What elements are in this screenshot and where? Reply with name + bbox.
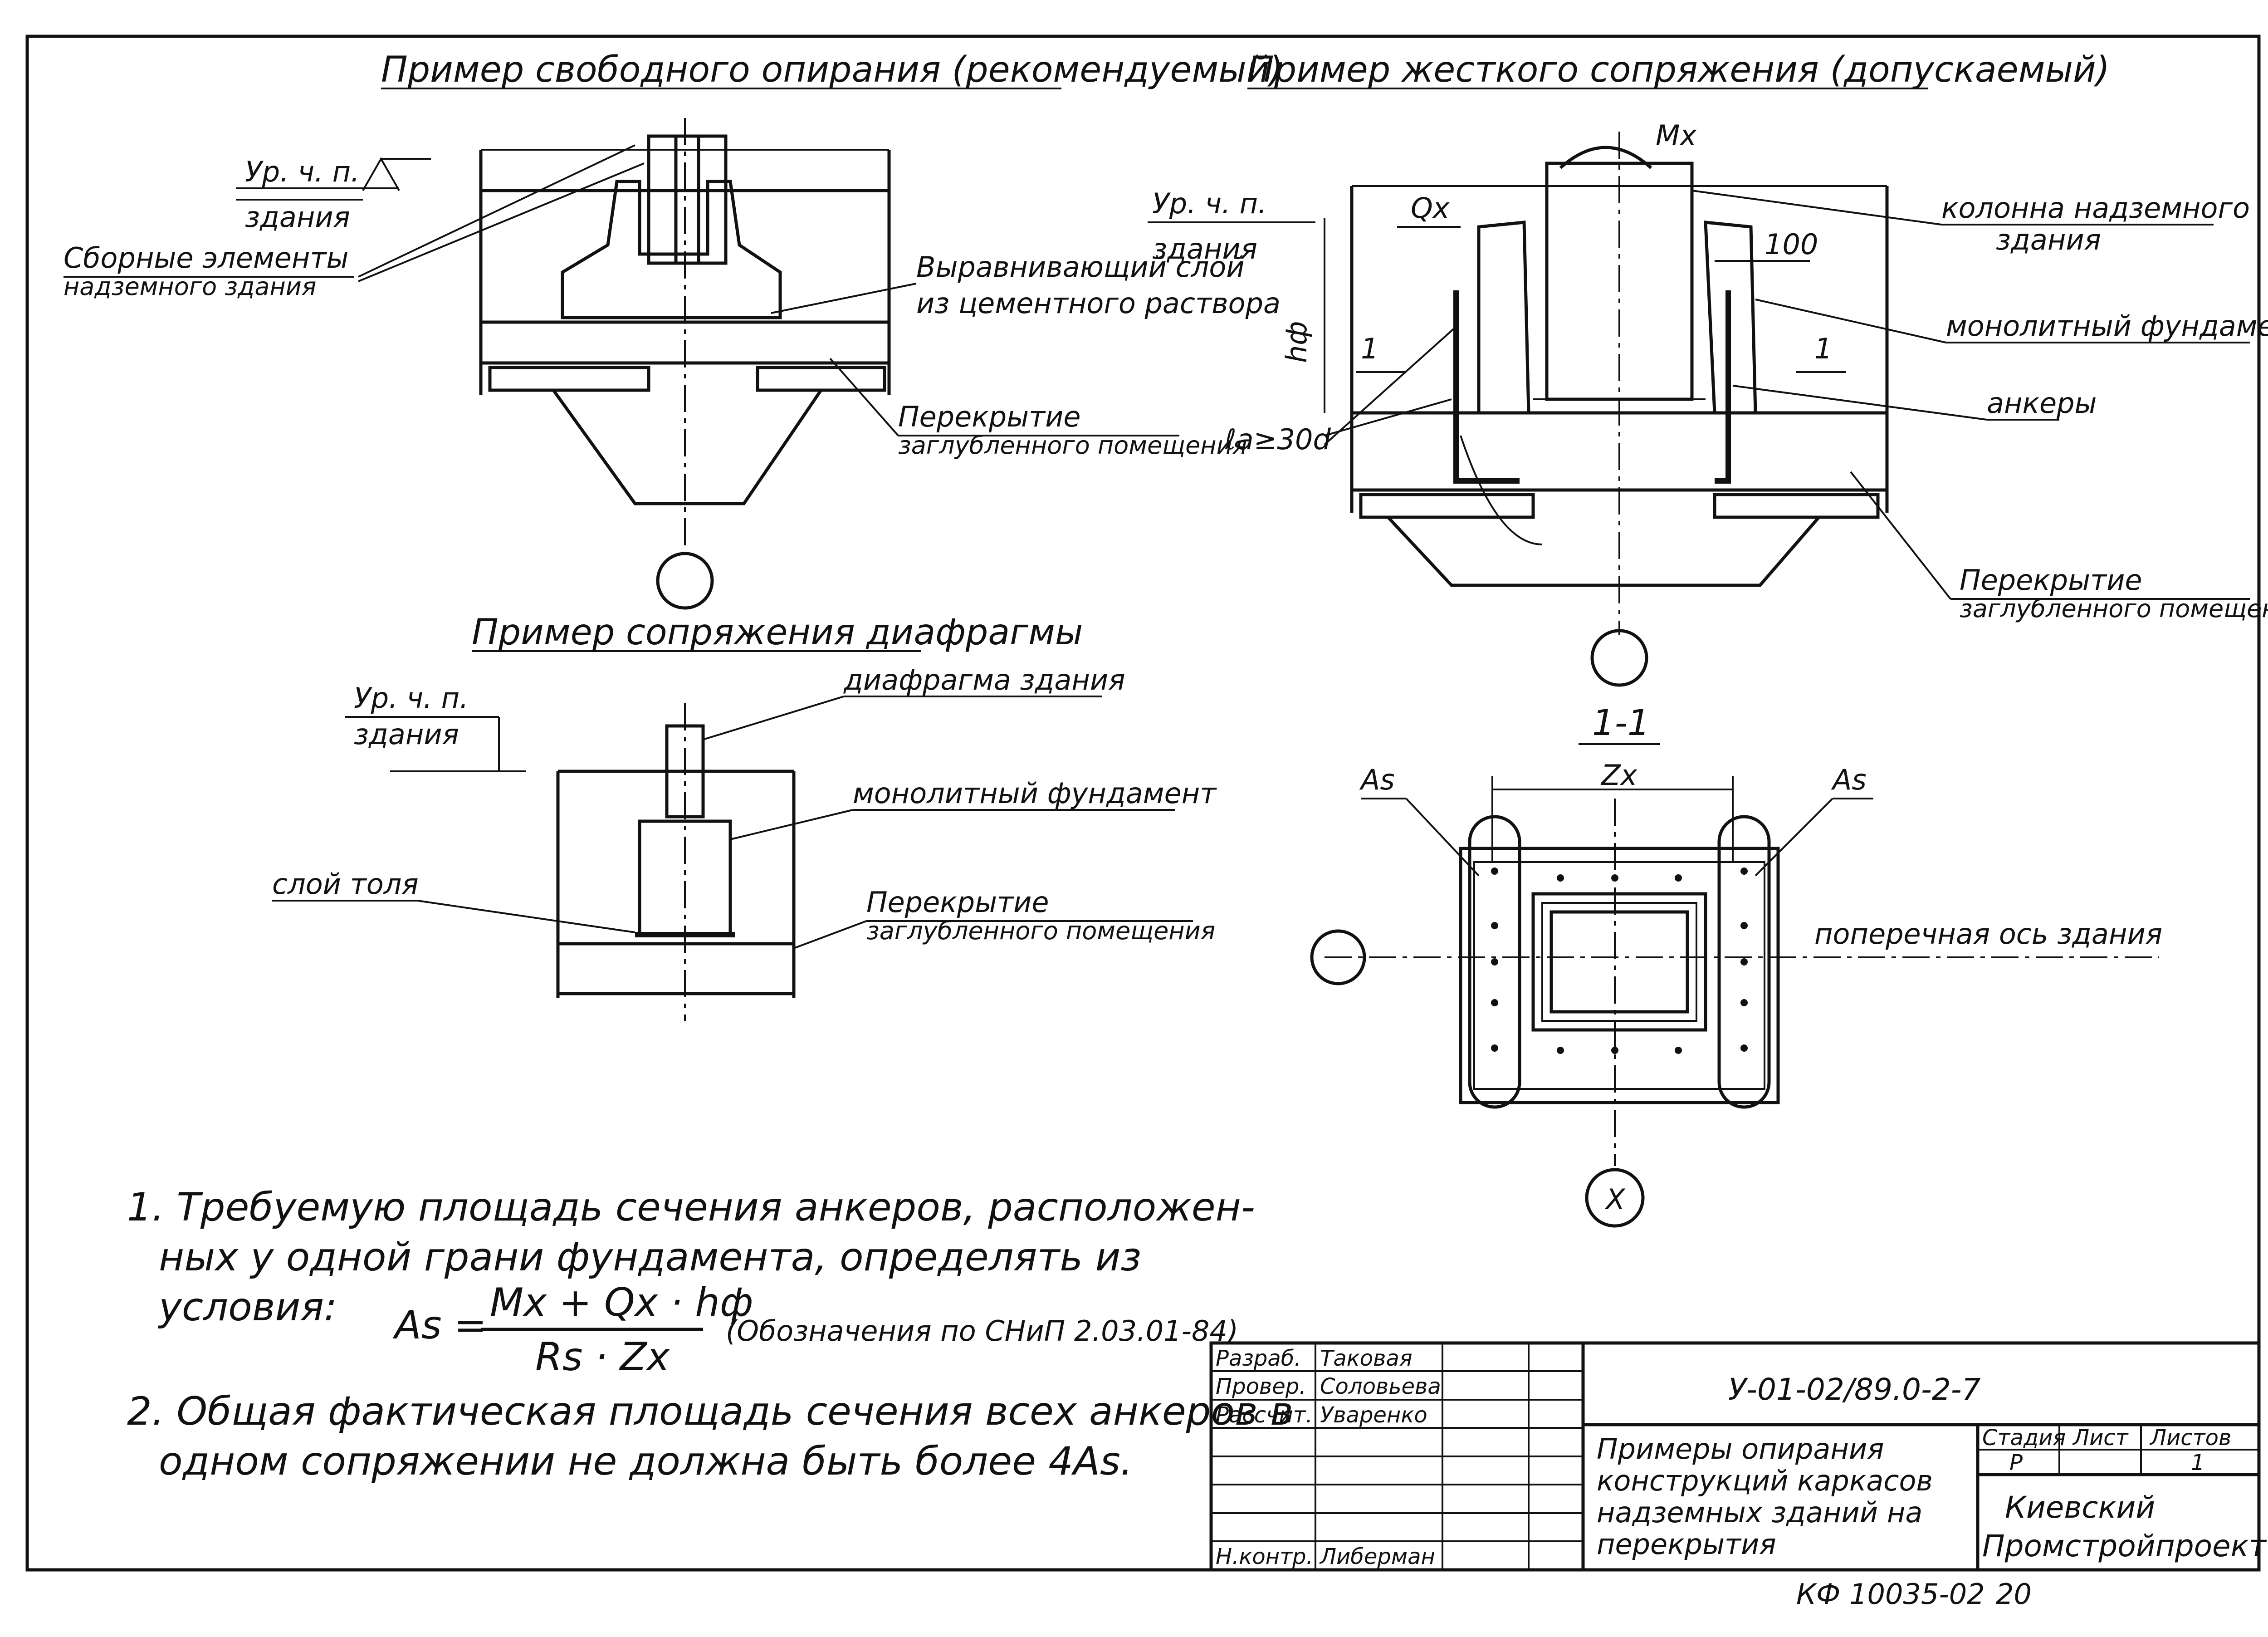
monolith-label: монолитный фундамент bbox=[1946, 309, 2268, 343]
formula-lhs: As = bbox=[392, 1303, 487, 1348]
section-1-1: 1-1 Zx As As bbox=[1310, 703, 2162, 1228]
tb-h-stage: Стадия bbox=[1982, 1425, 2066, 1451]
as-left-label: As bbox=[1359, 763, 1395, 796]
floor-level-label-b: здания bbox=[245, 201, 350, 234]
section-title: 1-1 bbox=[1592, 703, 1650, 744]
view-rigid-joint: Пример жесткого сопряжения (допускаемый)… bbox=[1148, 49, 2268, 687]
view-diaphragm: Пример сопряжения диафрагмы Ур. ч. п. зд… bbox=[272, 612, 1217, 1021]
view1-title: Пример свободного опирания (рекомендуемы… bbox=[381, 49, 1283, 90]
tb-code: У-01-02/89.0-2-7 bbox=[1728, 1372, 1981, 1407]
leveling-label: Выравнивающий слой bbox=[916, 250, 1245, 284]
tb-title-l3: надземных зданий на bbox=[1597, 1496, 1922, 1529]
la-label: ℓa≥30d bbox=[1224, 423, 1331, 456]
cut-right: 1 bbox=[1814, 332, 1832, 365]
tb-title-l4: перекрытия bbox=[1597, 1528, 1776, 1561]
tb-name-2: Соловьева bbox=[1320, 1374, 1441, 1399]
slab3-label: Перекрытие bbox=[866, 886, 1049, 919]
formula-ref: (Обозначения по СНиП 2.03.01-84) bbox=[726, 1314, 1238, 1348]
mx-label: Mx bbox=[1656, 119, 1697, 152]
view2-title: Пример жесткого сопряжения (допускаемый) bbox=[1247, 49, 2110, 90]
note1-line1: 1. Требуемую площадь сечения анкеров, ра… bbox=[127, 1185, 1255, 1230]
slab2-label: Перекрытие bbox=[1960, 564, 2142, 597]
sheet-frame bbox=[25, 34, 2261, 1572]
note1-line3: условия: bbox=[157, 1284, 337, 1330]
tb-v-sheets: 1 bbox=[2191, 1450, 2205, 1475]
floor-level-3: Ур. ч. п. bbox=[354, 681, 469, 715]
slab-label: Перекрытие bbox=[898, 400, 1081, 433]
formula-num: Mx + Qx · hф bbox=[490, 1280, 753, 1325]
axis-x-label: X bbox=[1604, 1183, 1626, 1216]
axis-label: поперечная ось здания bbox=[1814, 917, 2162, 951]
formula-den: Rs · Zx bbox=[535, 1334, 670, 1380]
section-dim: Zx bbox=[1600, 759, 1637, 792]
tb-name-8: Либерман bbox=[1319, 1544, 1435, 1569]
tb-title-l2: конструкций каркасов bbox=[1597, 1464, 1933, 1497]
tb-name-3: Уваренко bbox=[1320, 1402, 1427, 1428]
tb-role-2: Провер. bbox=[1216, 1374, 1306, 1399]
as-right-label: As bbox=[1831, 763, 1867, 796]
tb-below-code: КФ 10035-02 bbox=[1796, 1578, 1985, 1611]
column-label: колонна надземного bbox=[1941, 191, 2250, 225]
anchors-label: анкеры bbox=[1987, 387, 2097, 420]
tb-title-l1: Примеры опирания bbox=[1597, 1432, 1884, 1465]
monolith3-label: монолитный фундамент bbox=[853, 777, 1217, 810]
anchor-dots bbox=[1491, 868, 1748, 1054]
tb-org-l1: Киевский bbox=[2005, 1490, 2155, 1525]
floor-level-2: Ур. ч. п. bbox=[1152, 187, 1267, 220]
tb-below-num: 20 bbox=[1996, 1578, 2032, 1611]
column-label-b: здания bbox=[1996, 223, 2101, 256]
note1-line2: ных у одной грани фундамента, определять… bbox=[159, 1235, 1141, 1280]
qx-label: Qx bbox=[1411, 191, 1450, 225]
notes: 1. Требуемую площадь сечения анкеров, ра… bbox=[127, 1185, 1293, 1484]
tb-role-1: Разраб. bbox=[1216, 1346, 1301, 1371]
tb-name-1: Таковая bbox=[1320, 1346, 1413, 1371]
view-free-support: Пример свободного опирания (рекомендуемы… bbox=[64, 49, 1283, 610]
note2-line1: 2. Общая фактическая площадь сечения все… bbox=[127, 1389, 1293, 1434]
leveling-label-b: из цементного раствора bbox=[916, 287, 1281, 320]
tb-role-3: Рассчит. bbox=[1216, 1402, 1313, 1428]
dim100-label: 100 bbox=[1765, 228, 1818, 261]
floor-level-label: Ур. ч. п. bbox=[245, 155, 360, 188]
cut-left: 1 bbox=[1361, 332, 1378, 365]
floor-level-3b: здания bbox=[354, 718, 459, 751]
diaphragm-label: диафрагма здания bbox=[843, 663, 1125, 696]
tb-h-sheets: Листов bbox=[2149, 1425, 2231, 1451]
tb-org-l2: Промстройпроект bbox=[1982, 1529, 2267, 1563]
view3-title: Пример сопряжения диафрагмы bbox=[472, 612, 1083, 653]
prefab-label: Сборные элементы bbox=[64, 241, 348, 274]
floor-level-2b: здания bbox=[1152, 232, 1257, 265]
tb-h-sheet: Лист bbox=[2072, 1425, 2129, 1451]
tar-label: слой толя bbox=[272, 868, 419, 901]
note2-line2: одном сопряжении не должна быть более 4A… bbox=[159, 1439, 1133, 1484]
title-block: Разраб. Провер. Рассчит. Н.контр. Такова… bbox=[1209, 1341, 2267, 1611]
tb-v-stage: Р bbox=[2009, 1450, 2023, 1475]
tb-role-8: Н.контр. bbox=[1216, 1544, 1313, 1569]
hf-label: hф bbox=[1280, 321, 1313, 363]
